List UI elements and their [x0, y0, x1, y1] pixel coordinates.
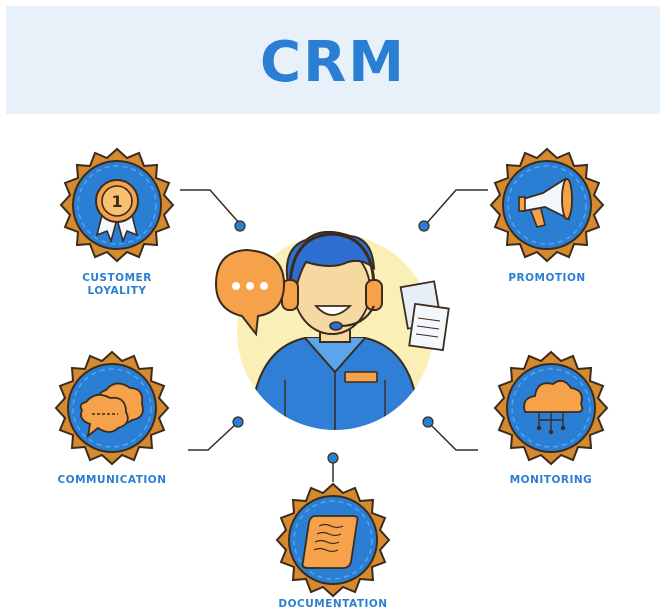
- megaphone-icon: [518, 177, 573, 228]
- label-communication: COMMUNICATION: [57, 474, 167, 486]
- connector-dot-communication: [232, 416, 244, 428]
- label-monitoring: MONITORING: [509, 474, 593, 486]
- connector-monitoring: [429, 423, 478, 451]
- label-promotion: PROMOTION: [508, 272, 586, 284]
- chat-clouds-icon: [79, 382, 144, 439]
- label-documentation: DOCUMENTATION: [278, 598, 388, 610]
- gear-node-promotion: [490, 148, 604, 262]
- medal-number: 1: [111, 192, 122, 211]
- award-medal-icon: [95, 179, 139, 244]
- gear-node-documentation: [276, 483, 390, 597]
- connector-dot-loyalty: [234, 220, 246, 232]
- speech-bubble-icon: [214, 248, 286, 337]
- cloud-network-icon: [523, 379, 584, 435]
- scroll-document-icon: [301, 515, 359, 569]
- gear-node-communication: [55, 351, 169, 465]
- agent-illustration: [214, 230, 450, 430]
- label-customer-loyalty: CUSTOMER LOYALITY: [82, 272, 152, 297]
- connector-communication: [188, 423, 237, 451]
- documents-icon: [399, 280, 450, 352]
- connector-dot-monitoring: [422, 416, 434, 428]
- title-banner: CRM: [6, 6, 660, 114]
- connector-promotion: [425, 189, 488, 225]
- page-title: CRM: [260, 29, 406, 95]
- connector-dot-promotion: [418, 220, 430, 232]
- gear-node-loyalty: 1: [60, 148, 174, 262]
- connector-loyalty: [180, 189, 241, 225]
- gear-node-monitoring: [494, 351, 608, 465]
- connector-dot-documentation: [327, 452, 339, 464]
